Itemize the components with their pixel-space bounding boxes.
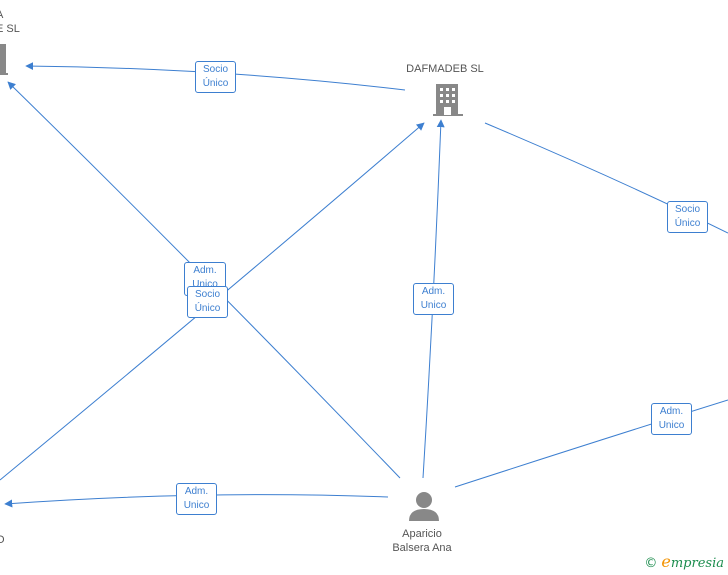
brand-initial: e — [661, 552, 671, 571]
building-icon — [433, 84, 463, 116]
copyright-icon: © — [644, 556, 658, 571]
node-label-person-left: O — [0, 534, 5, 546]
person-icon — [409, 492, 439, 521]
building-icon — [0, 44, 8, 75]
node-label-aparicio: Aparicio Balsera Ana — [392, 528, 452, 554]
empresia-logo[interactable]: ©empresia — [644, 552, 724, 571]
edge-aparicio-to-right — [454, 399, 728, 488]
edge-label-adm-unico[interactable]: Adm.Unico — [413, 283, 454, 315]
node-label-dafmadeb: DAFMADEB SL — [406, 63, 484, 75]
node-label-company-left: A E SL — [0, 9, 20, 35]
brand-name: mpresia — [670, 556, 724, 571]
edge-label-adm-unico[interactable]: Adm.Unico — [176, 483, 217, 515]
edge-label-adm-unico[interactable]: Adm.Unico — [651, 403, 692, 435]
